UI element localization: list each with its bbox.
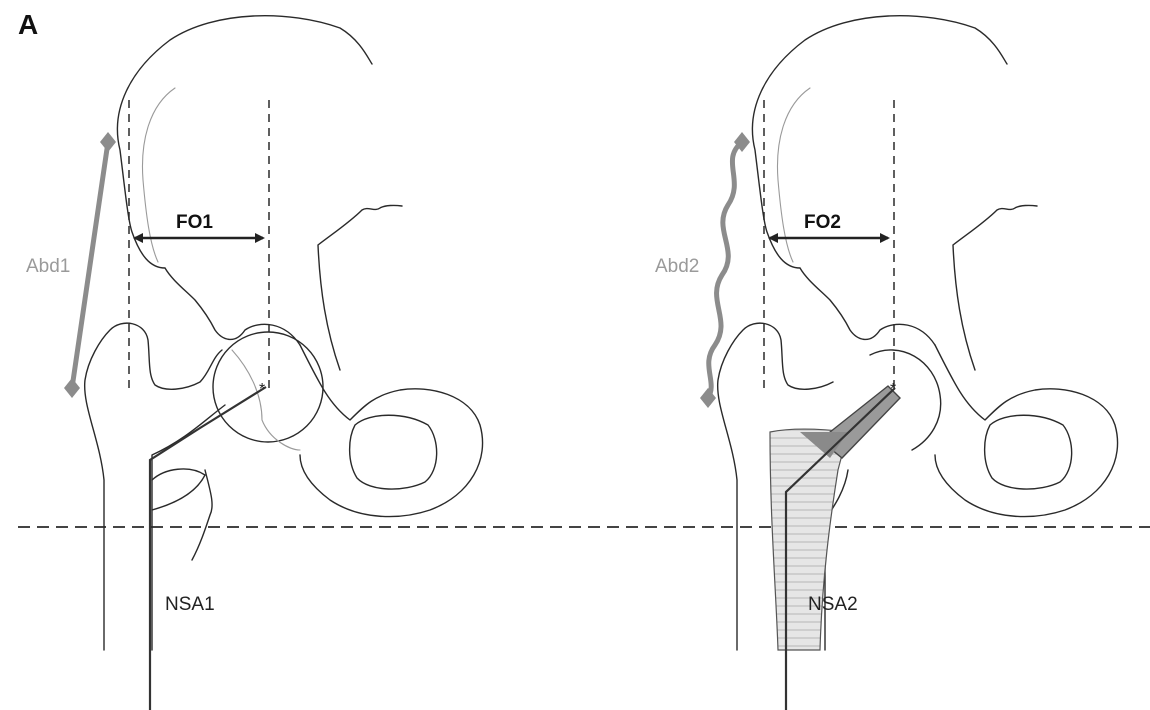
left-abductor-top-marker	[100, 132, 116, 152]
left-pelvis-outline	[117, 16, 372, 345]
right-ischium-outline	[935, 205, 1118, 516]
left-femoral-head	[213, 332, 323, 442]
panel-label: A	[18, 9, 38, 40]
left-abductor-bottom-marker	[64, 378, 80, 398]
right-hip-center-star: *	[890, 381, 896, 398]
left-pelvis-inner-contour	[142, 88, 175, 262]
left-abductor-line	[72, 142, 108, 388]
right-pelvis-inner-contour	[777, 88, 810, 262]
left-native-hip: * FO1 Abd1 NSA1	[26, 16, 483, 710]
left-nsa-angle-lines	[150, 387, 266, 710]
left-obturator-foramen	[350, 415, 437, 489]
left-hip-center-star: *	[259, 381, 265, 398]
left-nsa-label: NSA1	[165, 594, 215, 615]
left-fo-label: FO1	[176, 212, 213, 233]
right-abductor-wavy-line	[708, 142, 742, 398]
right-implant-stem	[770, 429, 848, 650]
right-nsa-label: NSA2	[808, 594, 858, 615]
right-obturator-foramen	[985, 415, 1072, 489]
right-pelvis-outline	[752, 16, 1007, 345]
right-abductor-bottom-marker	[700, 388, 716, 408]
left-lesser-trochanter	[152, 469, 205, 510]
right-implant-hip: * FO2 Abd2 NSA2	[655, 16, 1118, 710]
left-abd-label: Abd1	[26, 256, 70, 277]
right-fo-label: FO2	[804, 212, 841, 233]
right-abd-label: Abd2	[655, 256, 699, 277]
left-ischium-outline	[300, 205, 483, 516]
